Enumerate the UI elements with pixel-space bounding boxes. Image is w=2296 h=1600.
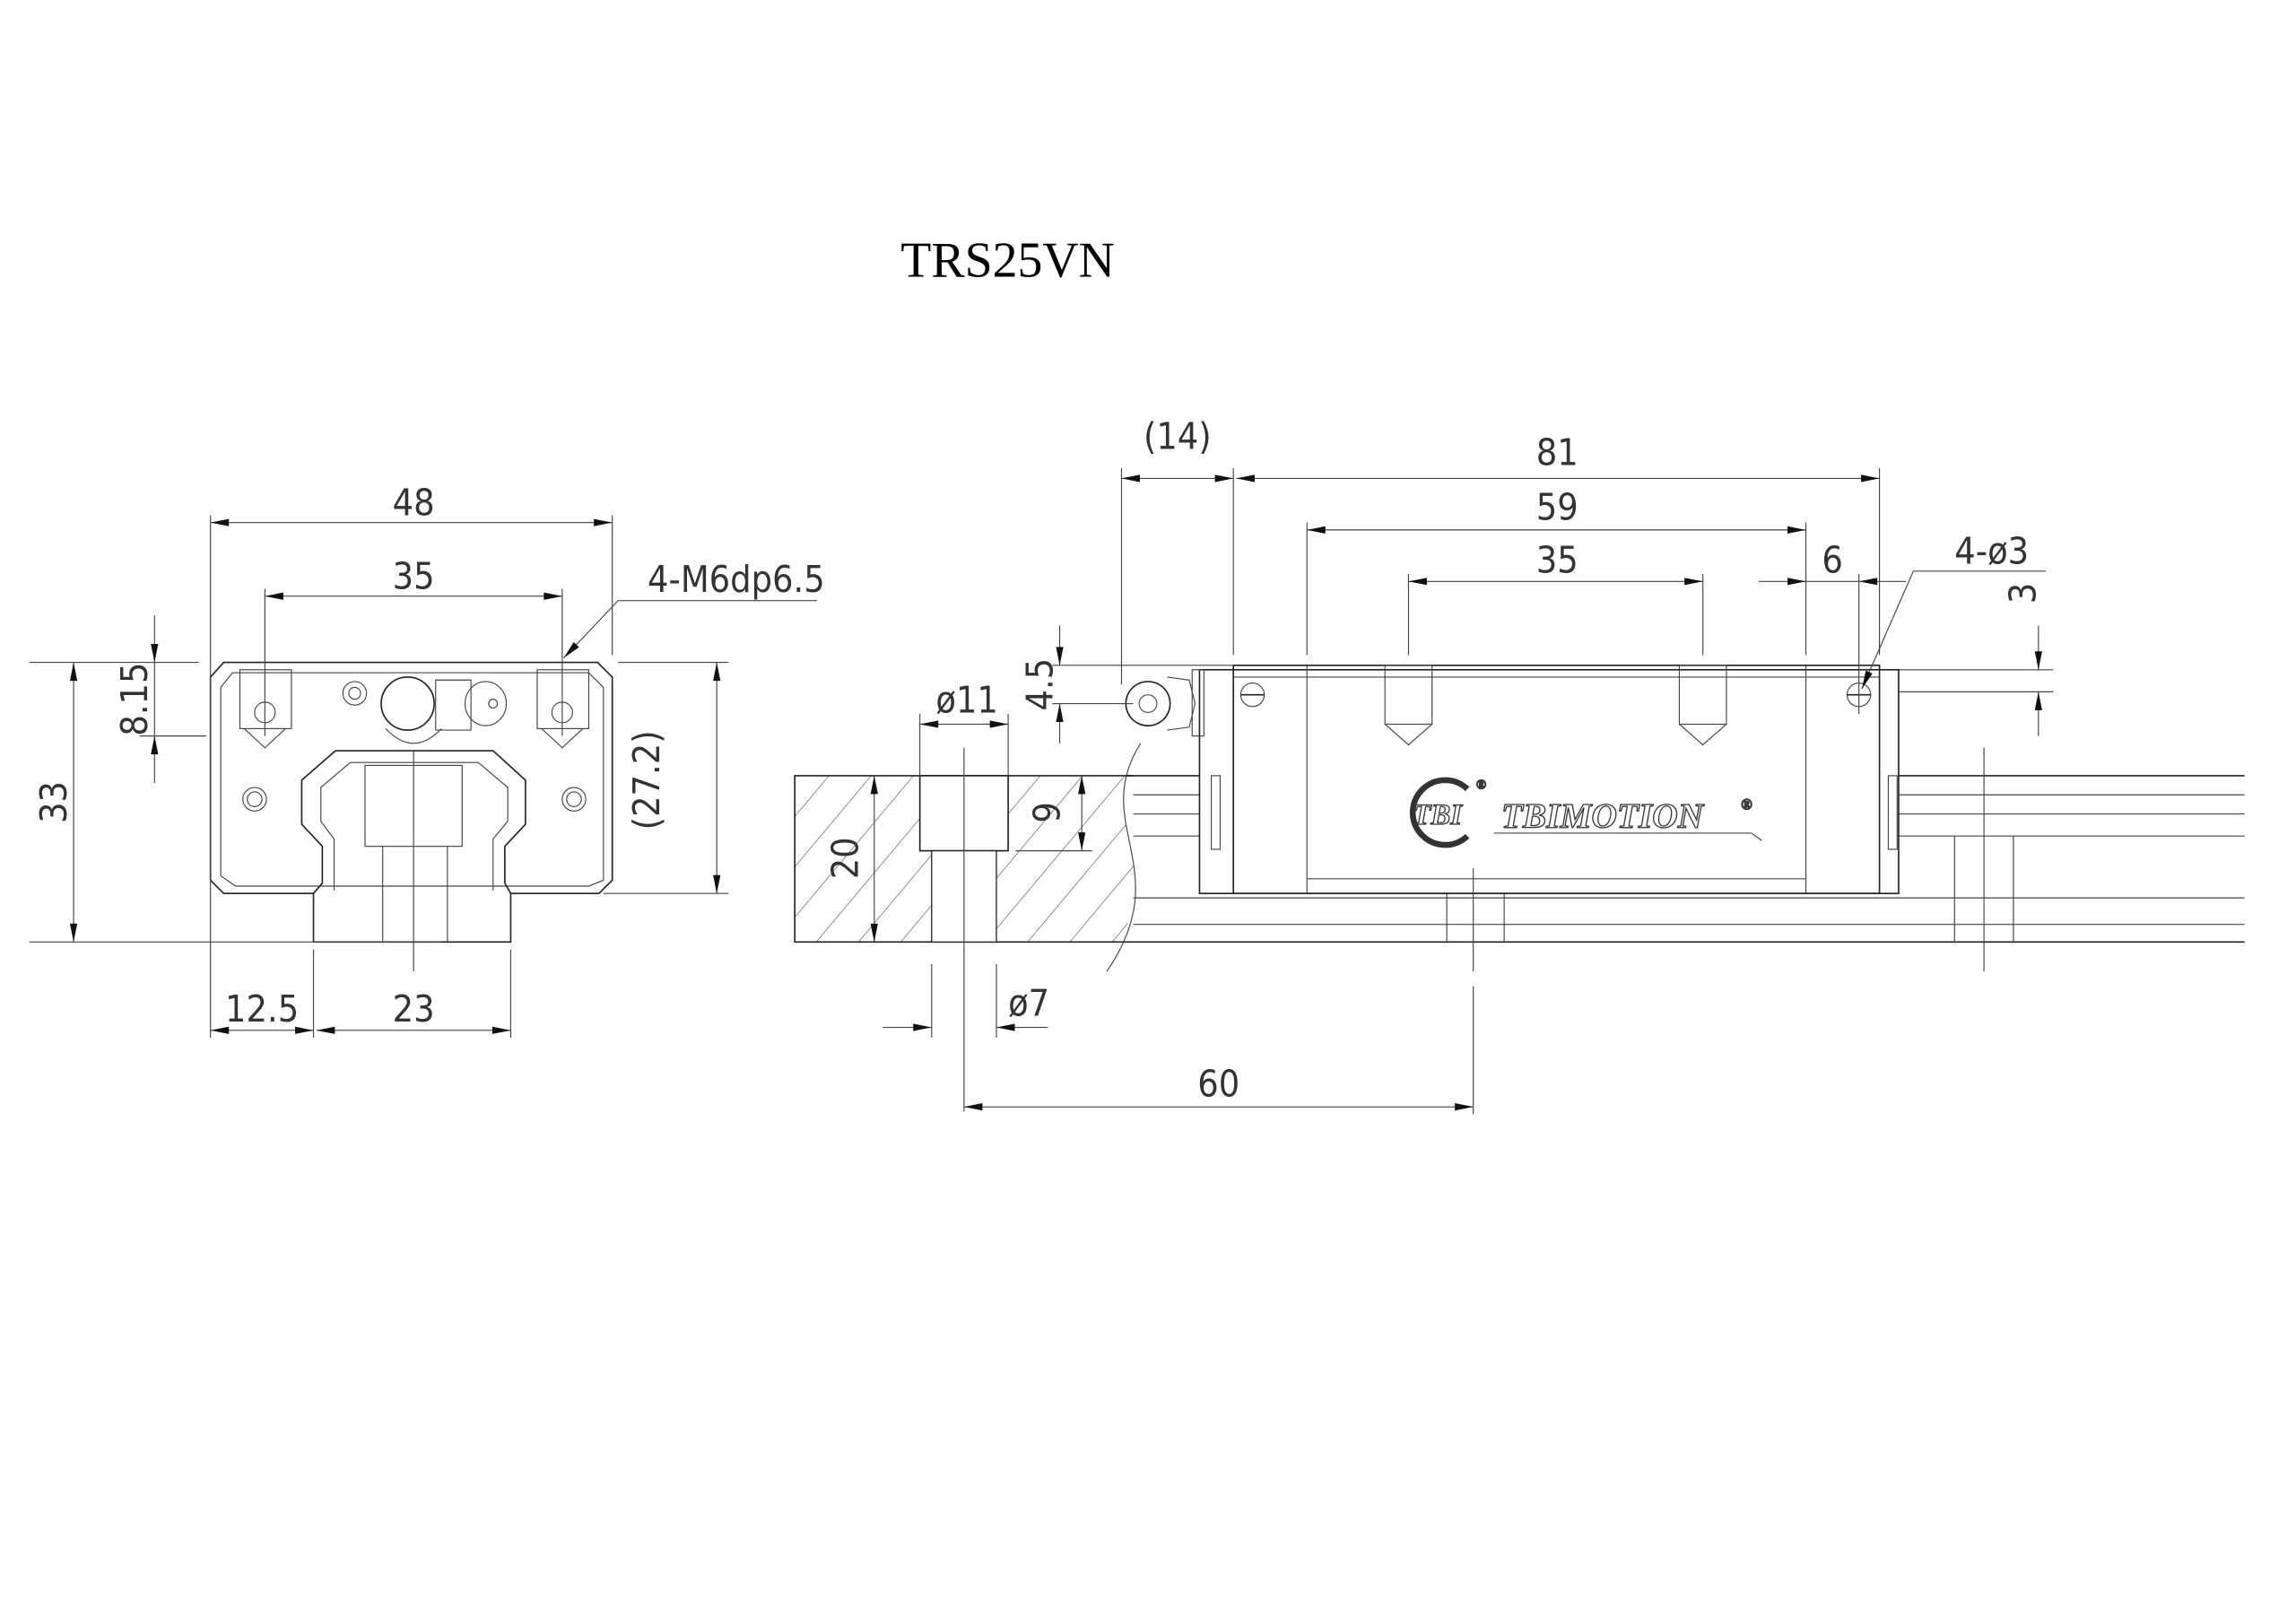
block-end-outline (209, 661, 613, 972)
dim-20: 20 (824, 775, 878, 943)
dim-27-2: (27.2) (603, 661, 729, 894)
dim-81: 81 (1236, 431, 1881, 656)
svg-text:81: 81 (1536, 431, 1578, 474)
svg-text:9: 9 (1026, 802, 1069, 822)
drawing-title: TRS25VN (900, 233, 1115, 289)
svg-text:TBI: TBI (1413, 799, 1463, 831)
svg-text:®: ® (1476, 778, 1486, 793)
svg-text:8.15: 8.15 (113, 663, 156, 736)
grease-nipple-side (1125, 669, 1205, 737)
dim-59: 59 (1306, 485, 1807, 656)
brand-logo: TBI ® TBIMOTION ® (1409, 777, 1762, 848)
svg-text:ø7: ø7 (1008, 981, 1049, 1024)
block-side (1198, 665, 1900, 972)
svg-text:59: 59 (1536, 485, 1578, 528)
dim-thru-7: ø7 (883, 963, 1049, 1039)
dim-14: (14) (1120, 415, 1234, 685)
dim-9: 9 (1015, 775, 1092, 852)
svg-text:4-M6dp6.5: 4-M6dp6.5 (648, 558, 825, 601)
dim-6: 6 (1759, 538, 1907, 714)
dim-33: 33 (29, 661, 442, 943)
svg-text:35: 35 (393, 555, 435, 598)
mounting-holes (239, 669, 589, 812)
hole-note-leader: 4-ø3 (1861, 530, 2047, 690)
table-section (794, 743, 1142, 1112)
svg-text:3: 3 (2002, 583, 2045, 604)
svg-text:48: 48 (393, 481, 435, 524)
dim-cbore-11: ø11 (919, 678, 1009, 776)
dim-8-15: 8.15 (113, 615, 206, 784)
svg-text:ø11: ø11 (935, 678, 998, 721)
dim-48: 48 (210, 481, 613, 1039)
svg-text:12.5: 12.5 (225, 987, 299, 1030)
dim-4-5: 4.5 (1018, 625, 1234, 743)
svg-text:®: ® (1741, 796, 1752, 813)
dim-12-5-23: 12.5 23 (210, 949, 512, 1039)
svg-text:4.5: 4.5 (1018, 658, 1061, 711)
svg-text:(14): (14) (1144, 415, 1212, 458)
side-view: TBI ® TBIMOTION ® (14) 81 59 (794, 415, 2245, 1115)
dim-60: 60 (963, 986, 1474, 1115)
dim-35-end: 35 (264, 555, 563, 736)
end-view: 48 35 4-M6dp6.5 33 8.15 (29, 481, 825, 1039)
svg-text:(27.2): (27.2) (625, 730, 668, 830)
svg-text:33: 33 (32, 781, 75, 823)
svg-text:6: 6 (1822, 538, 1842, 581)
dim-3: 3 (1898, 583, 2054, 736)
tap-note-leader: 4-M6dp6.5 (563, 558, 825, 659)
svg-text:60: 60 (1197, 1063, 1239, 1106)
dim-35-side: 35 (1407, 538, 1704, 656)
svg-text:35: 35 (1536, 538, 1578, 581)
svg-text:23: 23 (393, 987, 435, 1030)
svg-text:20: 20 (824, 837, 867, 879)
grease-nipple (342, 676, 508, 744)
svg-text:TBIMOTION: TBIMOTION (1501, 796, 1705, 835)
svg-text:4-ø3: 4-ø3 (1954, 530, 2029, 573)
